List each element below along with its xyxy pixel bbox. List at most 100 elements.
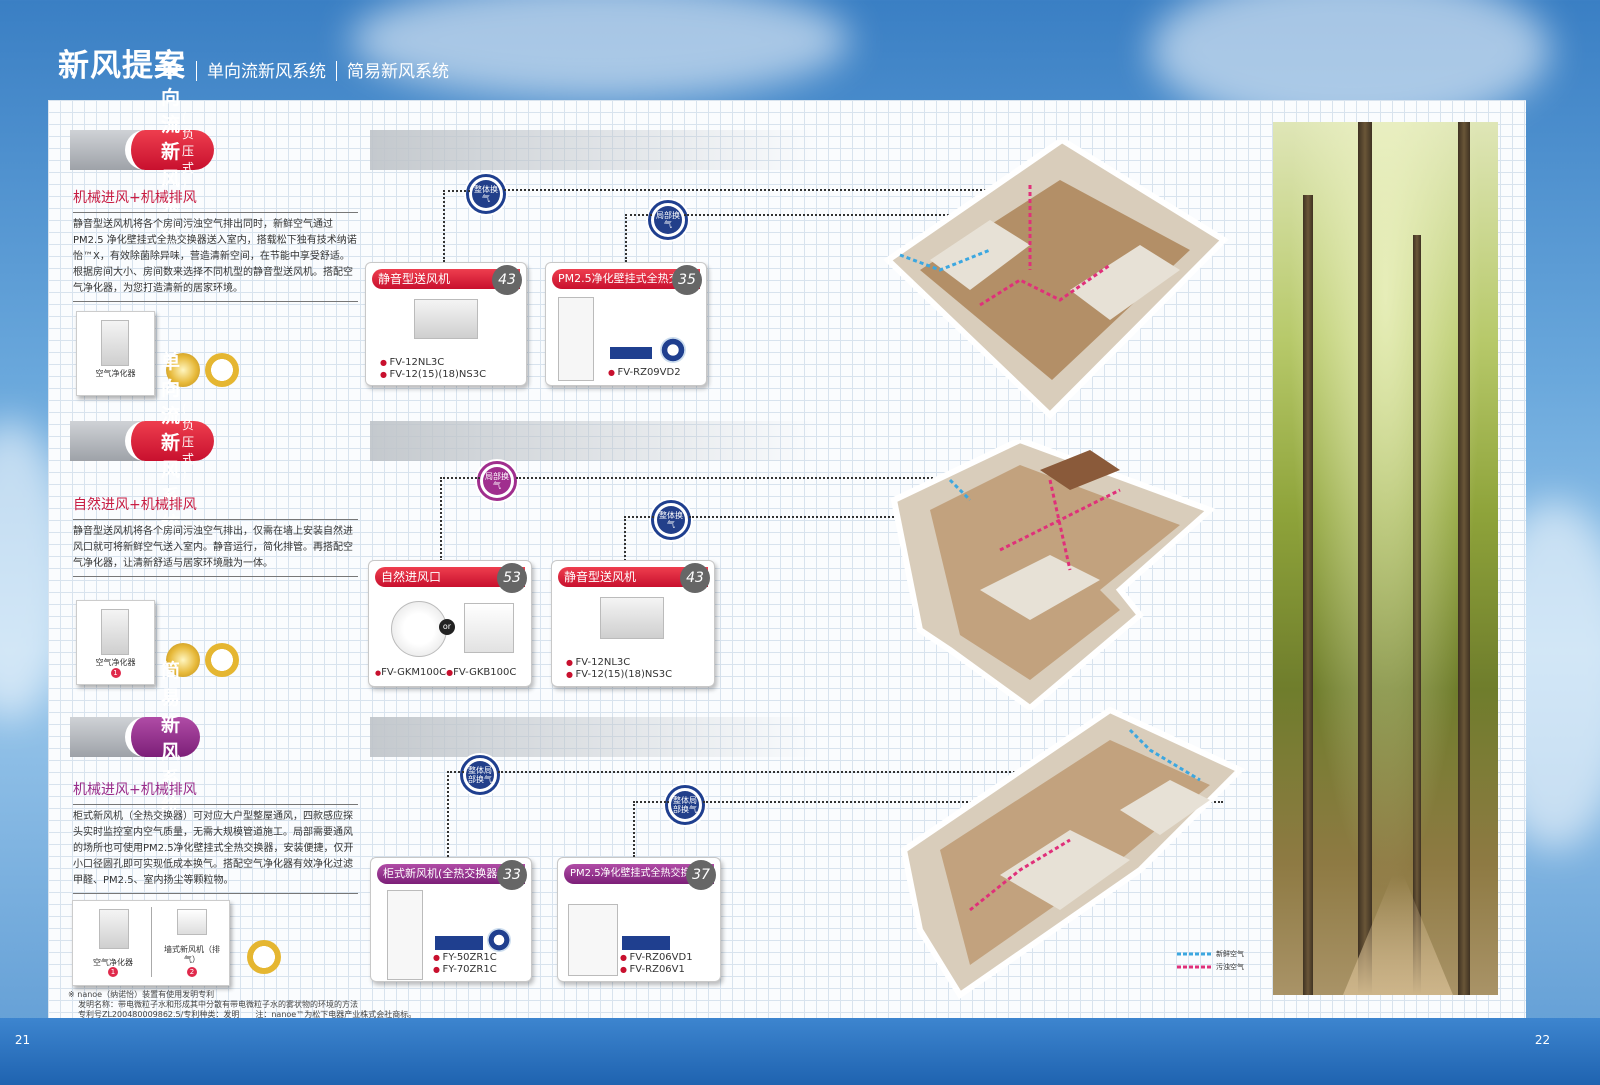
model-item: FV-12NL3C: [566, 657, 672, 669]
house-room: [1000, 830, 1130, 910]
connector-line: [447, 771, 464, 857]
connector-line: [440, 477, 480, 561]
banner-label: 简易新风系统: [161, 660, 181, 817]
tree-trunk: [1413, 235, 1421, 995]
footnote-line: 专利号ZL200480009862.5/专利种类：发明 注：nanoe™为松下电…: [78, 1010, 417, 1019]
product-card-fan[interactable]: 静音型送风机 43 FV-12NL3C FV-12(15)(18)NS3C: [551, 560, 715, 687]
wall-fan-image: [177, 909, 207, 935]
legend-label: 污浊空气: [1216, 963, 1244, 971]
model-item: FV-RZ06VD1: [620, 952, 693, 964]
certification-seal-icon: [166, 643, 200, 677]
banner-pill: 单向流新风系统( 负压式 ): [125, 351, 215, 535]
dirty-air-icon: [1177, 965, 1211, 969]
section-heading: 自然进风+机械排风: [73, 497, 197, 513]
house-room: [1040, 450, 1120, 490]
legend-dirty: 污浊空气: [1177, 962, 1244, 972]
product-card-fan[interactable]: 静音型送风机 43 FV-12NL3C FV-12(15)(18)NS3C: [365, 262, 527, 386]
air-purifier-image: [99, 909, 129, 949]
model-item: FY-70ZR1C: [433, 964, 497, 976]
whole-ventilation-badge: 整体换气: [466, 174, 506, 214]
product-card-heat-exchanger[interactable]: PM2.5净化壁挂式全热交换器 35 FV-RZ09VD2: [545, 262, 707, 386]
product-card-heat-exchanger[interactable]: PM2.5净化壁挂式全热交换器 37 FV-RZ06VD1 FV-RZ06V1: [557, 857, 721, 982]
exhaust-air-path: [999, 488, 1121, 552]
model-row: ●FV-GKM100C●FV-GKB100C: [375, 667, 517, 678]
page-ref[interactable]: 37: [686, 860, 716, 890]
banner-pill: 单向流新风系统( 负压式 ): [125, 60, 215, 244]
banner-pill: 简易新风系统: [125, 660, 201, 817]
ventilation-badge: 整体局部换气: [460, 755, 500, 795]
local-ventilation-badge: 局部换气: [648, 200, 688, 240]
air-purifier-label: 空气净化器: [95, 369, 136, 378]
divider: [336, 61, 337, 81]
page-ref-number: 43: [498, 272, 516, 288]
callout-number: 2: [187, 967, 197, 977]
exhaust-air-path: [979, 263, 1111, 307]
air-purifier-card: 空气净化器: [76, 311, 155, 396]
product-card-inlet[interactable]: 自然进风口 53 or ●FV-GKM100C●FV-GKB100C: [368, 560, 532, 687]
section-description: 柜式新风机（全热交换器）可对应大户型整屋通风，四款感应探头实时监控室内空气质量，…: [73, 804, 358, 894]
card-title: 静音型送风机: [372, 269, 520, 289]
page-ref-number: 35: [678, 272, 696, 288]
fresh-air-icon: [1177, 952, 1211, 956]
page-ref-number: 37: [692, 867, 710, 883]
heat-exchanger-image: [558, 297, 594, 381]
house-diagram-3: [900, 706, 1245, 1000]
house-room: [1070, 245, 1180, 320]
card-title: PM2.5净化壁挂式全热交换器: [564, 864, 714, 884]
divider: [196, 61, 197, 81]
house-room: [980, 555, 1100, 620]
tree-trunk: [1303, 195, 1313, 995]
model-item: FV-RZ09VD2: [608, 367, 681, 379]
connector-line: [625, 214, 652, 262]
house-diagram-2: [890, 440, 1216, 710]
connector-line: [504, 189, 1034, 191]
banner-fade: [370, 130, 820, 170]
environmental-label-icon: [205, 643, 239, 677]
divider: [151, 907, 152, 977]
cloud: [350, 0, 850, 100]
forest-photo: [1273, 122, 1498, 995]
connector-line: [498, 771, 1098, 773]
page-ref[interactable]: 33: [497, 860, 527, 890]
page-ref[interactable]: 35: [672, 265, 702, 295]
exhaust-air-path: [969, 838, 1071, 912]
badge-label: 局部换气: [654, 206, 682, 234]
banner-label: 单向流新风系统: [161, 59, 181, 244]
page-ref-number: 53: [503, 570, 521, 586]
fresh-air-path: [1128, 728, 1201, 782]
connector-line: [689, 516, 989, 518]
badge-label: 局部换气: [483, 467, 511, 495]
certification-seal-icon: [166, 353, 200, 387]
model-item: FV-12(15)(18)NS3C: [566, 669, 673, 681]
badge-label: 整体局部换气: [466, 761, 494, 789]
footnote: ※ nanoe（纳诺怡）装置有使用发明专利 发明名称：带电微粒子水和形成其中分散…: [68, 990, 416, 1020]
card-title: 静音型送风机: [558, 567, 708, 587]
air-purifier-label: 空气净化器: [95, 658, 136, 667]
environmental-label-icon: [205, 353, 239, 387]
or-label: or: [439, 619, 455, 635]
card-title: 柜式新风机(全热交换器): [377, 864, 525, 884]
legend-fresh: 新鲜空气: [1177, 949, 1244, 959]
exhaust-air-path: [1048, 479, 1072, 571]
air-purifier-image: [101, 609, 129, 655]
page-ref-number: 43: [686, 570, 704, 586]
page-title: 新风提案: [58, 48, 186, 84]
air-purifier-label: 空气净化器: [93, 958, 133, 967]
page-ref[interactable]: 43: [492, 265, 522, 295]
page-ref[interactable]: 43: [680, 563, 710, 593]
air-purifier-card: 空气净化器 1: [76, 600, 155, 685]
product-card-cabinet[interactable]: 柜式新风机(全热交换器) 33 FY-50ZR1C FY-70ZR1C: [370, 857, 532, 982]
cabinet-fan-image: [387, 890, 423, 980]
banner-note: ( 负压式 ): [182, 110, 195, 190]
legend-label: 新鲜空气: [1216, 950, 1244, 958]
model-item: FV-GKB100C: [453, 667, 517, 678]
badge-label: 整体局部换气: [671, 791, 699, 819]
page-number-left: 21: [14, 1033, 31, 1047]
pm25-logo-icon: [660, 337, 686, 363]
model-list: FV-12NL3C FV-12(15)(18)NS3C: [380, 357, 487, 381]
model-item: FV-GKM100C: [381, 667, 447, 678]
model-item: FV-12(15)(18)NS3C: [380, 369, 487, 381]
page-ref[interactable]: 53: [497, 563, 527, 593]
banner-fade: [370, 421, 820, 461]
card-title: 自然进风口: [375, 567, 525, 587]
